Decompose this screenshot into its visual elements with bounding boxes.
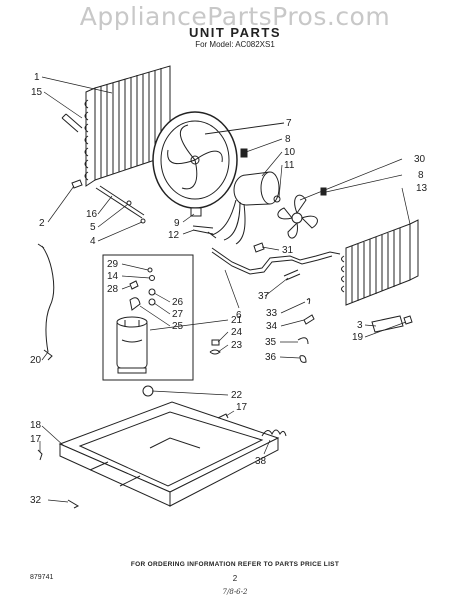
callout-32: 32 [30,495,42,506]
part-23 [209,349,221,355]
ordering-note: FOR ORDERING INFORMATION REFER TO PARTS … [130,561,340,568]
callout-4: 4 [90,236,96,247]
drain-3 [371,315,404,333]
callout-25: 25 [172,321,184,332]
screw-17a [37,449,43,461]
tube-16 [95,185,145,219]
callout-6: 6 [236,310,242,321]
callout-10: 10 [284,147,296,158]
leader-lines [39,76,411,503]
wire-12 [192,225,217,239]
callout-17b: 17 [236,402,248,413]
document-code: 879741 [30,574,54,581]
callout-1: 1 [34,72,40,83]
callout-36: 36 [265,352,277,363]
watermark: AppliancePartsPros.com [79,2,391,31]
callout-2: 2 [39,218,45,229]
condenser-coil [84,65,171,187]
clip-5 [126,200,132,206]
clip-4 [140,218,146,224]
callout-13: 13 [416,183,428,194]
part-28 [129,280,139,290]
callout-30: 30 [414,154,426,165]
part-14 [149,275,155,281]
callout-20: 20 [30,355,42,366]
cord-plug [37,243,53,361]
callout-8b: 8 [418,170,424,181]
fan-shroud [152,111,238,209]
strainer-37 [283,269,301,281]
part-25 [129,297,141,311]
bracket-9 [190,207,202,217]
callout-34: 34 [266,321,278,332]
part-36 [299,355,307,363]
callout-8: 8 [285,134,291,145]
part-24 [211,339,220,346]
leader-7 [204,122,285,135]
part-33 [306,298,311,305]
callout-17: 17 [30,434,42,445]
power-cord-20 [41,245,55,353]
callout-3: 3 [357,320,363,331]
callout-31: 31 [282,245,294,256]
handwritten-note: 7/8-6-2 [222,588,248,596]
part-34 [303,314,315,325]
callout-29: 29 [107,259,119,270]
callout-33: 33 [266,308,278,319]
callout-14: 14 [107,271,119,282]
clip-8 [240,148,248,158]
callout-27: 27 [172,309,184,320]
callout-12: 12 [168,230,180,241]
part-27 [148,298,156,306]
callout-16: 16 [86,209,98,220]
callout-numbers: 1 15 7 8 10 11 30 8 13 2 16 5 4 9 12 31 … [30,72,428,506]
callout-19: 19 [352,332,364,343]
page-number: 2 [232,574,238,583]
callout-37: 37 [258,291,270,302]
base-pan [58,401,280,507]
callout-28: 28 [107,284,119,295]
tube-6b [211,251,333,275]
callout-11: 11 [284,160,295,171]
callout-7: 7 [286,118,292,129]
part-22 [142,385,154,397]
clamp-31 [253,242,265,253]
callout-35: 35 [265,337,277,348]
compressor-kit-box [102,254,194,381]
fan-motor [211,171,280,245]
callout-38: 38 [255,456,267,467]
page-title: UNIT PARTS [188,25,282,40]
part-38 [261,429,287,437]
part-35 [297,337,309,345]
part-29 [147,267,153,273]
callout-9: 9 [174,218,180,229]
tube-15 [61,113,83,133]
evaporator-coil [341,219,419,306]
part-26 [148,288,156,296]
callout-5: 5 [90,222,96,233]
callout-26: 26 [172,297,184,308]
axial-fan [277,194,318,239]
compressor [116,316,148,374]
screw-32 [67,499,80,509]
tube-6 [211,247,341,271]
callout-23: 23 [231,340,243,351]
callout-18: 18 [30,420,42,431]
screw-17b [217,413,229,419]
model-line: For Model: AC082XS1 [195,40,275,49]
callout-24: 24 [231,327,243,338]
nut-10 [273,195,281,203]
callout-15: 15 [31,87,43,98]
callout-22: 22 [231,390,243,401]
callout-21: 21 [231,315,243,326]
grommet-19 [403,315,413,325]
